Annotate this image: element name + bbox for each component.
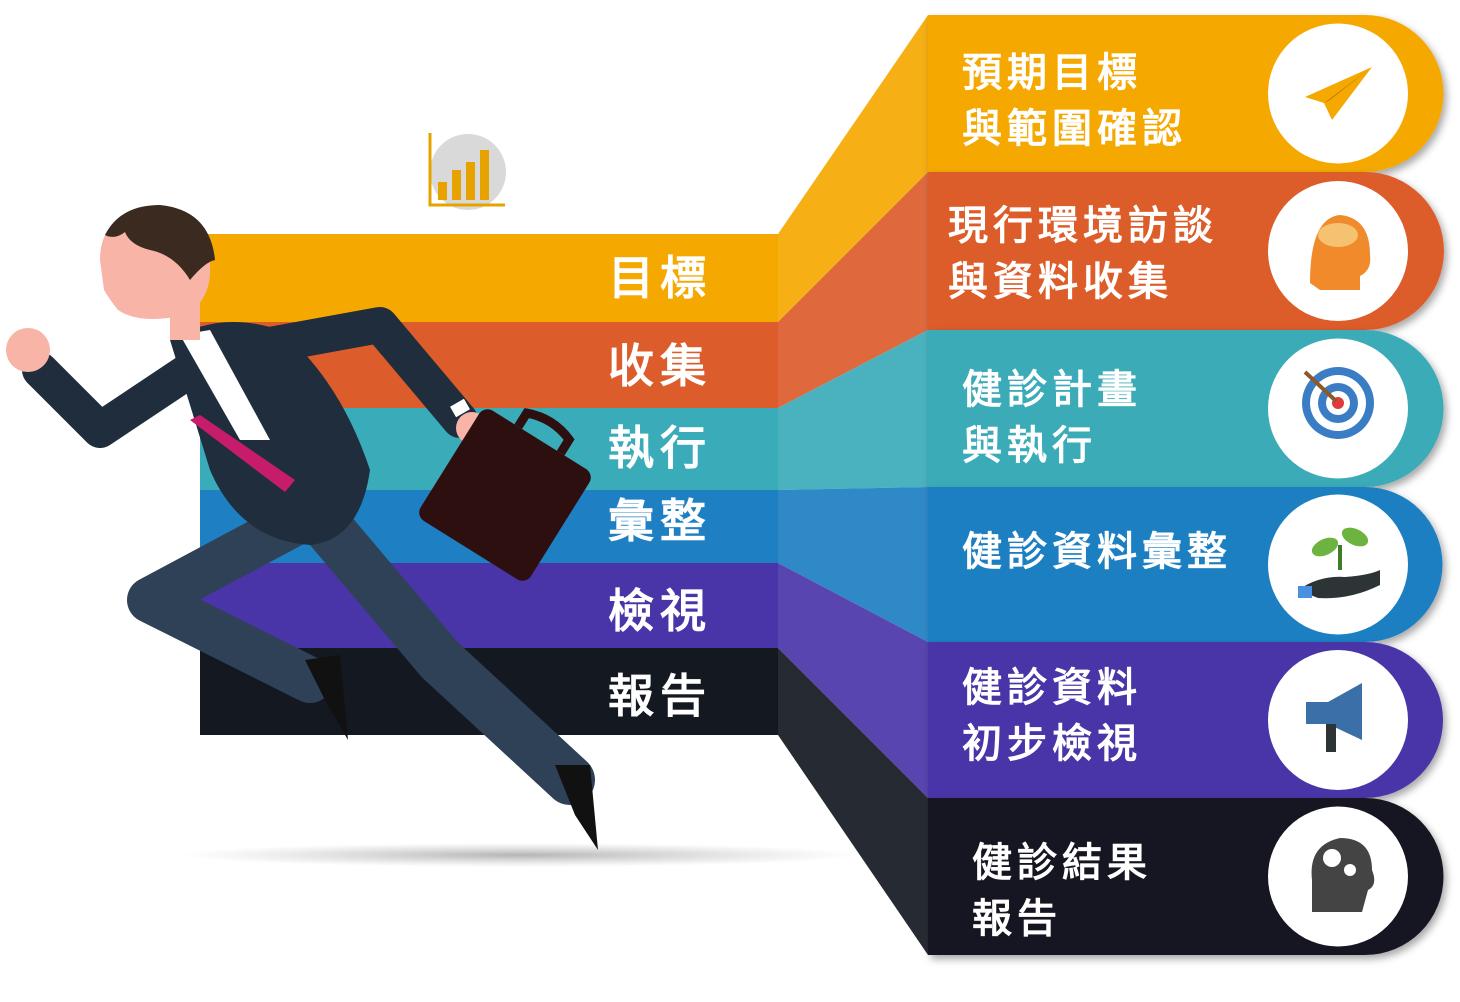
right-step-report-text: 健診結果 報告	[972, 835, 1152, 947]
left-band-review	[200, 563, 778, 648]
right-step-goal-line1: 預期目標	[962, 49, 1142, 96]
connector-execute	[778, 330, 928, 490]
target-icon	[1302, 367, 1374, 439]
plant-hand-icon	[1298, 527, 1380, 599]
running-businessman-figure	[6, 205, 598, 850]
right-step-compile-line1: 健診資料彙整	[962, 528, 1232, 575]
gear-head-icon	[1311, 838, 1375, 912]
left-label-report: 報告	[608, 669, 712, 723]
right-step-report-line2: 報告	[972, 895, 1062, 942]
right-step-interview-text: 現行環境訪談 與資料收集	[948, 198, 1218, 310]
connector-review	[778, 563, 928, 798]
right-step-interview-line1: 現行環境訪談	[948, 202, 1218, 249]
right-step-plan-line1: 健診計畫	[962, 366, 1142, 413]
paper-plane-icon	[1305, 67, 1372, 120]
right-step-report-line1: 健診結果	[972, 839, 1152, 886]
right-step-interview-line2: 與資料收集	[948, 258, 1173, 305]
right-step-review-line2: 初步檢視	[962, 720, 1142, 767]
ground-shadow	[180, 843, 860, 867]
right-step-compile-text: 健診資料彙整	[962, 524, 1232, 580]
connector-goal	[778, 15, 928, 322]
megaphone-icon	[1306, 683, 1362, 752]
connector-collect	[778, 172, 928, 408]
right-step-review-line1: 健診資料	[962, 664, 1142, 711]
right-step-plan-line2: 與執行	[962, 422, 1097, 469]
right-step-plan-text: 健診計畫 與執行	[962, 362, 1142, 474]
connector-report	[778, 648, 928, 955]
left-label-goal: 目標	[608, 251, 712, 305]
right-step-goal-line2: 與範圍確認	[962, 105, 1187, 152]
left-label-review: 檢視	[608, 584, 712, 638]
right-step-goal-text: 預期目標 與範圍確認	[962, 45, 1187, 157]
connector-compile	[778, 487, 928, 642]
right-step-review-text: 健診資料 初步檢視	[962, 660, 1142, 772]
brain-head-icon	[1310, 215, 1371, 290]
pill-layer	[928, 15, 1444, 955]
bar-chart-icon	[428, 133, 506, 210]
left-label-compile: 彙整	[608, 494, 712, 548]
left-band-goal	[200, 234, 778, 322]
left-label-execute: 執行	[608, 421, 712, 475]
left-label-collect: 收集	[608, 339, 712, 393]
